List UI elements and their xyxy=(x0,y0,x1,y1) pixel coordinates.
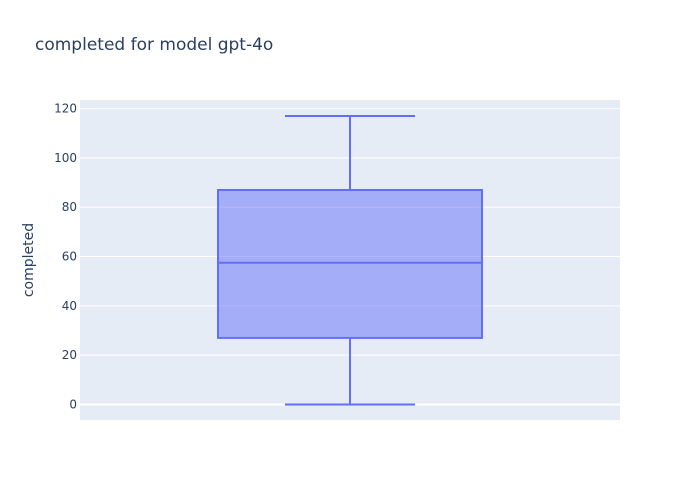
box-series xyxy=(217,115,483,406)
y-tick-label: 120 xyxy=(54,102,77,116)
iqr-box xyxy=(217,188,483,339)
y-tick-label: 40 xyxy=(62,299,77,313)
y-tick-label: 80 xyxy=(62,200,77,214)
chart-title: completed for model gpt-4o xyxy=(35,35,273,55)
y-axis-title: completed xyxy=(21,223,37,297)
y-tick-label: 60 xyxy=(62,250,77,264)
y-tick-label: 20 xyxy=(62,348,77,362)
y-axis-ticks: 0 20 40 60 80 100 120 xyxy=(54,102,77,412)
y-tick-label: 100 xyxy=(54,151,77,165)
y-tick-label: 0 xyxy=(69,397,77,411)
